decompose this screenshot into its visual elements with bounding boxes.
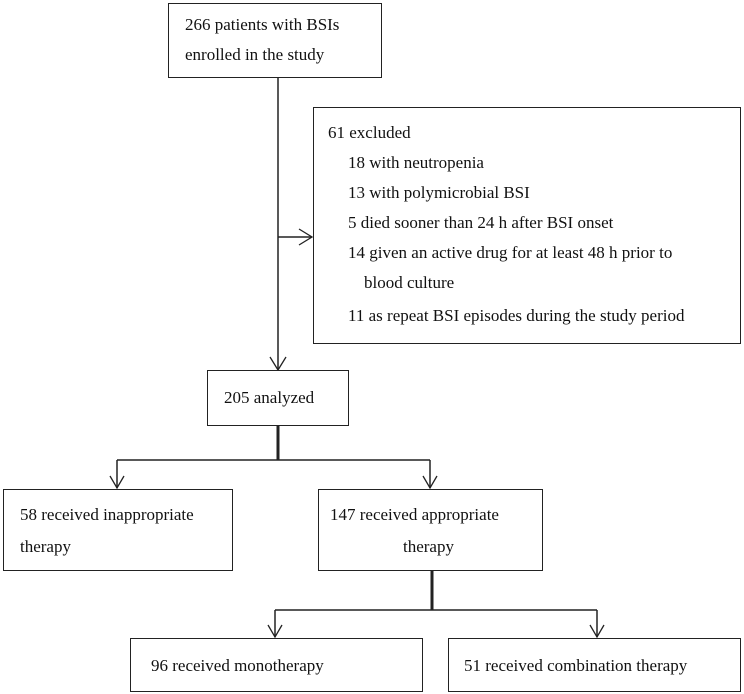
arrowhead-combination [589,624,605,639]
enrolled-line-1: 266 patients with BSIs [185,15,340,34]
inappropriate-box: 58 received inappropriate therapy [3,489,233,571]
monotherapy-label: 96 received monotherapy [151,656,324,675]
combination-label: 51 received combination therapy [464,656,688,675]
excluded-title: 61 excluded [328,123,411,142]
arrowhead-excluded [298,228,314,246]
excluded-item-neutropenia: 18 with neutropenia [348,153,484,172]
appropriate-line-2: therapy [403,537,454,556]
excluded-item-repeat: 11 as repeat BSI episodes during the stu… [348,306,685,325]
inappropriate-line-2: therapy [20,537,71,556]
enrolled-line-2: enrolled in the study [185,45,325,64]
appropriate-box: 147 received appropriate therapy [318,489,543,571]
inappropriate-line-1: 58 received inappropriate [20,505,194,524]
enrolled-box: 266 patients with BSIs enrolled in the s… [168,3,382,78]
analyzed-label: 205 analyzed [224,388,315,407]
excluded-item-active-drug: 14 given an active drug for at least 48 … [348,243,673,262]
excluded-item-polymicrobial: 13 with polymicrobial BSI [348,183,530,202]
arrowhead-appropriate [422,475,438,490]
excluded-box: 61 excluded 18 with neutropenia 13 with … [313,107,741,344]
combination-box: 51 received combination therapy [448,638,741,692]
appropriate-line-1: 147 received appropriate [330,505,499,524]
arrowhead-monotherapy [267,624,283,639]
excluded-item-active-drug-cont: blood culture [364,273,455,292]
excluded-item-died: 5 died sooner than 24 h after BSI onset [348,213,614,232]
arrowhead-inappropriate [109,475,125,490]
monotherapy-box: 96 received monotherapy [130,638,423,692]
analyzed-box: 205 analyzed [207,370,349,426]
